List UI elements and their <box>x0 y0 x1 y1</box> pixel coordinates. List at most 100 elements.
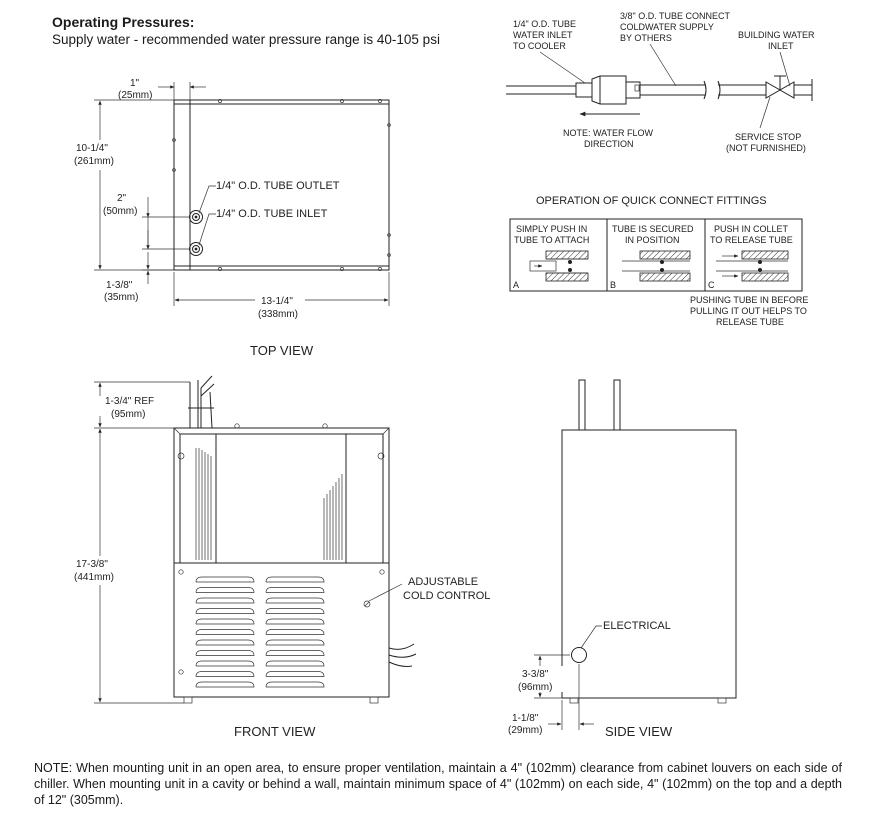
service-stop-valve <box>765 81 782 99</box>
panel-b-text-1: TUBE IS SECURED <box>612 224 694 234</box>
dim-1-3-8-label: 1-3/8" <box>106 280 133 291</box>
dim-ref-label: 1-3/4" REF <box>105 396 154 407</box>
side-cabinet <box>561 429 737 699</box>
supply-text-2: COLDWATER SUPPLY <box>620 22 714 32</box>
building-text-1: BUILDING WATER <box>738 30 815 40</box>
quick-connect-note-3: RELEASE TUBE <box>716 317 784 327</box>
panel-b-text-2: IN POSITION <box>625 235 680 245</box>
dim-2in-label: 2" <box>117 193 127 204</box>
flow-text-2: DIRECTION <box>584 139 634 149</box>
cold-control-knob <box>363 600 371 608</box>
building-text-2: INLET <box>768 41 794 51</box>
tube-outlet-label: 1/4" O.D. TUBE OUTLET <box>216 180 340 192</box>
dim-height-label: 10-1/4" <box>76 143 108 154</box>
louver-slot <box>195 587 255 593</box>
electrical-label: ELECTRICAL <box>603 620 671 632</box>
top-view-outline <box>173 99 390 271</box>
side-view: ELECTRICAL 3-3/8" (96mm) 1-1/8" (29mm) S… <box>508 379 737 739</box>
tube-inlet-text-2: WATER INLET <box>513 30 573 40</box>
tube-inlet-fitting <box>189 242 203 256</box>
louver-slot <box>195 597 255 604</box>
quick-connect-title: OPERATION OF QUICK CONNECT FITTINGS <box>536 195 767 207</box>
louver-slot <box>195 671 255 677</box>
louver-slot <box>265 618 325 625</box>
water-connection-diagram: 1/4" O.D. TUBE WATER INLET TO COOLER 3/8… <box>506 11 815 153</box>
dim-1-3-8-mm: (35mm) <box>104 292 138 303</box>
louver-slot <box>265 597 325 604</box>
quick-connect-fittings: OPERATION OF QUICK CONNECT FITTINGS SIMP… <box>509 195 808 327</box>
supply-text-1: 3/8" O.D. TUBE CONNECT <box>620 11 731 21</box>
tube-inlet-text-1: 1/4" O.D. TUBE <box>513 19 576 29</box>
dim-ref-mm: (95mm) <box>111 409 145 420</box>
coil-lines <box>195 448 343 560</box>
front-lower-cabinet <box>173 562 390 698</box>
cold-control-text-1: ADJUSTABLE <box>408 576 478 588</box>
dim-1in-label: 1" <box>130 78 140 89</box>
dim-height-mm: (261mm) <box>74 156 114 167</box>
top-view-label: TOP VIEW <box>250 343 314 358</box>
operating-pressures-text: Supply water - recommended water pressur… <box>52 32 440 47</box>
panel-a-letter: A <box>513 280 519 290</box>
ventilation-note: NOTE: When mounting unit in an open area… <box>34 761 842 807</box>
supply-text-3: BY OTHERS <box>620 33 672 43</box>
electrical-connection <box>571 647 587 663</box>
dim-front-height-mm: (441mm) <box>74 572 114 583</box>
louver-slot <box>195 650 255 656</box>
panel-b-letter: B <box>610 280 616 290</box>
tube-inlet-label: 1/4" O.D. TUBE INLET <box>216 208 328 220</box>
quick-connect-note-2: PULLING IT OUT HELPS TO <box>690 306 807 316</box>
fitting-body <box>575 82 593 98</box>
cabinet-louvers <box>195 576 325 688</box>
panel-c-text-1: PUSH IN COLLET <box>714 224 789 234</box>
panel-a-fitting <box>529 250 589 282</box>
louver-slot <box>195 681 255 688</box>
louver-slot <box>195 618 255 625</box>
dim-width-label: 13-1/4" <box>261 296 293 307</box>
tube-outlet-fitting <box>189 210 203 224</box>
power-cord <box>388 643 415 650</box>
top-view: 1" (25mm) 10-1/4" (261mm) 2" (50mm) 1-3/… <box>68 78 391 358</box>
operating-pressures-title: Operating Pressures: <box>52 14 195 30</box>
side-view-label: SIDE VIEW <box>605 724 673 739</box>
dim-front-height-label: 17-3/8" <box>76 559 108 570</box>
dim-width-mm: (338mm) <box>258 309 298 320</box>
louver-slot <box>195 629 255 635</box>
dim-1-1-8-label: 1-1/8" <box>512 713 539 724</box>
louver-slot <box>265 650 325 656</box>
panel-c-fitting <box>716 250 789 282</box>
cold-control-text-2: COLD CONTROL <box>403 590 490 602</box>
front-view-label: FRONT VIEW <box>234 724 316 739</box>
dim-1-1-8-mm: (29mm) <box>508 725 542 736</box>
panel-c-letter: C <box>708 280 715 290</box>
service-text-1: SERVICE STOP <box>735 132 801 142</box>
louver-slot <box>265 639 325 646</box>
louver-slot <box>265 629 325 635</box>
dim-1in-mm: (25mm) <box>118 90 152 101</box>
louver-slot <box>265 671 325 677</box>
side-tube-1 <box>578 379 586 431</box>
tube-inlet-text-3: TO COOLER <box>513 41 566 51</box>
panel-a-text-2: TUBE TO ATTACH <box>514 235 589 245</box>
front-view: ADJUSTABLE COLD CONTROL 1-3/4" REF (95mm… <box>70 375 490 739</box>
panel-c-text-2: TO RELEASE TUBE <box>710 235 793 245</box>
panel-b-fitting <box>622 250 691 282</box>
side-tube-2 <box>613 379 621 431</box>
front-upper-cabinet <box>173 427 390 564</box>
dim-3-3-8-label: 3-3/8" <box>522 669 549 680</box>
louver-slot <box>265 660 325 667</box>
service-text-2: (NOT FURNISHED) <box>726 143 806 153</box>
louver-slot <box>265 681 325 688</box>
dim-3-3-8-mm: (96mm) <box>518 682 552 693</box>
louver-slot <box>195 608 255 614</box>
louver-slot <box>265 576 325 583</box>
dim-2in-mm: (50mm) <box>103 206 137 217</box>
flow-text-1: NOTE: WATER FLOW <box>563 128 654 138</box>
louver-slot <box>195 639 255 646</box>
louver-slot <box>265 608 325 614</box>
panel-a-text-1: SIMPLY PUSH IN <box>516 224 587 234</box>
louver-slot <box>195 660 255 667</box>
quick-connect-note-1: PUSHING TUBE IN BEFORE <box>690 295 808 305</box>
louver-slot <box>265 587 325 593</box>
louver-slot <box>195 576 255 583</box>
